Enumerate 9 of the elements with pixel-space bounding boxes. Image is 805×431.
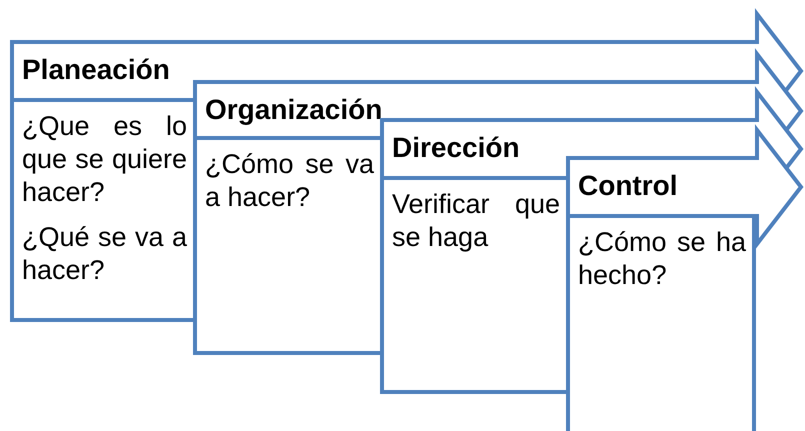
- stage-heading: Organización: [205, 93, 382, 126]
- stage-heading: Dirección: [392, 131, 520, 164]
- stage-heading: Control: [578, 169, 678, 202]
- question-text: Verificar que se haga: [392, 188, 560, 254]
- stage-heading: Planeación: [22, 53, 170, 86]
- question-text: ¿Qué se va a hacer?: [22, 221, 187, 287]
- question-text: ¿Que es lo que se quiere hacer?: [22, 110, 187, 209]
- question-text: ¿Cómo se va a hacer?: [205, 148, 374, 214]
- question-text: ¿Cómo se ha hecho?: [578, 226, 746, 292]
